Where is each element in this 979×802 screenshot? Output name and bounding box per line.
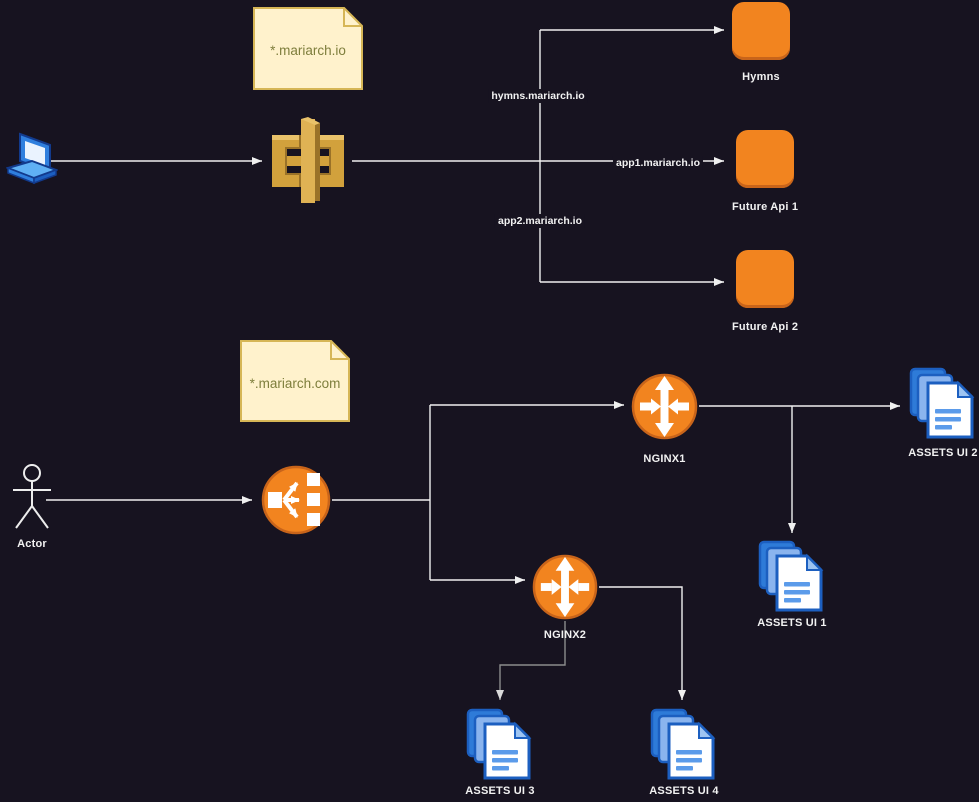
edge-nginx2-to-assets-ui-4 xyxy=(599,586,686,700)
node-label: NGINX1 xyxy=(643,453,686,465)
note-text: *.mariarch.com xyxy=(249,375,341,391)
assets-ui-3-node[interactable]: ASSETS UI 3 xyxy=(465,708,535,797)
documents-stack-icon xyxy=(466,708,532,780)
node-label: Actor xyxy=(17,538,47,550)
future-api-1-node[interactable]: Future Api 1 xyxy=(732,130,798,213)
hymns-node[interactable]: Hymns xyxy=(732,2,790,83)
note-shape xyxy=(253,7,363,90)
assets-ui-4-node[interactable]: ASSETS UI 4 xyxy=(649,708,719,797)
api-gateway-icon xyxy=(272,117,344,203)
assets-ui-2-node[interactable]: ASSETS UI 2 xyxy=(908,367,978,459)
nginx1-node[interactable]: NGINX1 xyxy=(630,372,699,465)
node-label: ASSETS UI 2 xyxy=(908,447,978,459)
traffic-router-icon xyxy=(631,373,698,440)
note-shape xyxy=(240,340,350,422)
aws-resource-square-icon xyxy=(732,2,790,60)
node-label: Future Api 2 xyxy=(732,321,799,333)
edge-label-app1-domain[interactable]: app1.mariarch.io xyxy=(612,156,704,170)
elastic-load-balancer-icon xyxy=(261,465,331,535)
laptop-icon xyxy=(6,132,58,185)
note-mariarch-com[interactable]: *.mariarch.com xyxy=(240,340,350,422)
node-label: ASSETS UI 4 xyxy=(649,785,719,797)
documents-stack-icon xyxy=(650,708,716,780)
node-label: ASSETS UI 1 xyxy=(757,617,827,629)
node-label: Future Api 1 xyxy=(732,201,799,213)
node-label: ASSETS UI 3 xyxy=(465,785,535,797)
edge-nginx2-to-assets-ui-3 xyxy=(496,621,566,700)
client-laptop-node[interactable] xyxy=(6,132,58,190)
documents-stack-icon xyxy=(758,540,824,612)
note-text: *.mariarch.io xyxy=(270,43,346,58)
aws-resource-square-icon xyxy=(736,130,795,188)
note-mariarch-io[interactable]: *.mariarch.io xyxy=(253,7,363,90)
traffic-router-icon xyxy=(532,554,598,620)
future-api-2-node[interactable]: Future Api 2 xyxy=(732,250,798,333)
actor-icon xyxy=(13,464,51,529)
edge-elb-branch xyxy=(332,405,431,580)
edge-label-hymns-domain[interactable]: hymns.mariarch.io xyxy=(488,89,588,103)
assets-ui-1-node[interactable]: ASSETS UI 1 xyxy=(757,540,827,629)
documents-stack-icon xyxy=(909,367,975,439)
nginx2-node[interactable]: NGINX2 xyxy=(531,553,599,641)
node-label: NGINX2 xyxy=(543,629,587,641)
load-balancer-node[interactable] xyxy=(260,464,332,536)
aws-resource-square-icon xyxy=(736,250,795,308)
node-label: Hymns xyxy=(742,71,780,83)
api-gateway-node[interactable] xyxy=(266,117,350,205)
actor-node[interactable]: Actor xyxy=(10,462,54,550)
edge-label-app2-domain[interactable]: app2.mariarch.io xyxy=(494,214,586,228)
